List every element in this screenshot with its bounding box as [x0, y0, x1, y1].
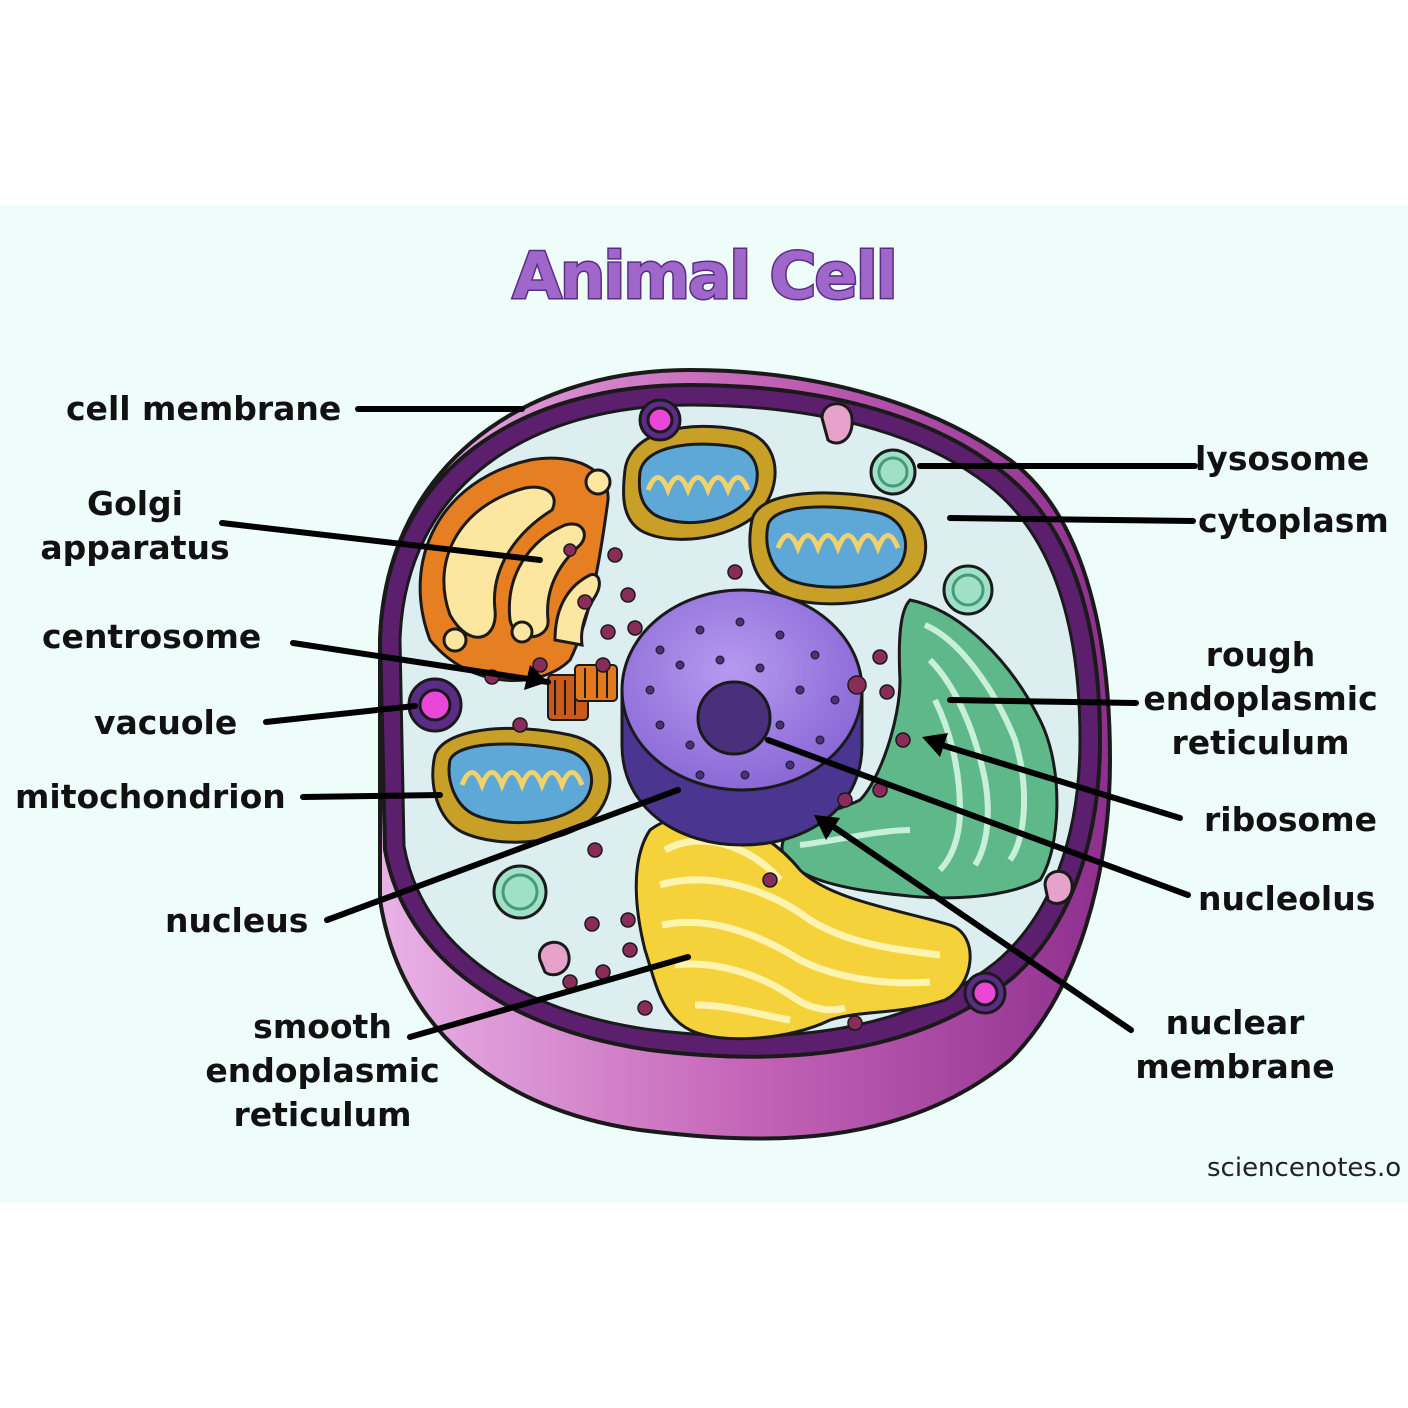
- ribosomes: [484, 543, 911, 1031]
- label-golgi-apparatus: Golgi apparatus: [40, 482, 230, 570]
- label-nuclear-membrane: nuclear membrane: [1130, 1001, 1340, 1089]
- label-smooth-er-line2: endoplasmic: [205, 1051, 440, 1090]
- label-rough-er-line1: rough: [1205, 635, 1316, 674]
- nucleus-shape: [620, 588, 864, 847]
- label-mitochondrion: mitochondrion: [15, 777, 286, 816]
- label-rough-er-line2: endoplasmic: [1143, 679, 1378, 718]
- label-cytoplasm: cytoplasm: [1198, 501, 1389, 540]
- membrane-fold: [820, 402, 854, 445]
- diagram-title: Animal Cell: [511, 239, 899, 316]
- lysosomes: [492, 448, 994, 920]
- label-centrosome: centrosome: [42, 617, 262, 656]
- label-cell-membrane: cell membrane: [66, 389, 342, 428]
- label-nucleolus: nucleolus: [1198, 879, 1376, 918]
- membrane-fold: [1043, 869, 1074, 905]
- membrane-fold: [537, 940, 571, 977]
- label-ribosome: ribosome: [1204, 800, 1377, 839]
- label-smooth-er-line1: smooth: [253, 1007, 392, 1046]
- label-rough-er-line3: reticulum: [1171, 723, 1350, 762]
- label-smooth-er-line3: reticulum: [233, 1095, 412, 1134]
- label-lysosome: lysosome: [1195, 439, 1370, 478]
- label-nuclear-membrane-line1: nuclear: [1165, 1003, 1305, 1042]
- leader-lines: [219, 406, 1198, 1040]
- arrowheads: [524, 665, 948, 840]
- nucleus-pores: [645, 617, 840, 780]
- nucleolus-shape: [696, 680, 772, 756]
- label-nuclear-membrane-line2: membrane: [1135, 1047, 1335, 1086]
- label-nucleus: nucleus: [165, 901, 309, 940]
- mitochondrion-top: [622, 424, 777, 541]
- label-smooth-er: smooth endoplasmic reticulum: [200, 1005, 445, 1137]
- label-golgi-line1: Golgi: [86, 484, 183, 523]
- mitochondrion-left: [431, 726, 612, 844]
- vacuoles: [407, 398, 1007, 1015]
- credit-text: sciencenotes.o: [1207, 1153, 1402, 1183]
- label-golgi-line2: apparatus: [40, 528, 230, 567]
- label-vacuole: vacuole: [94, 703, 238, 742]
- mitochondrion-right: [748, 491, 928, 606]
- label-rough-er: rough endoplasmic reticulum: [1138, 633, 1383, 765]
